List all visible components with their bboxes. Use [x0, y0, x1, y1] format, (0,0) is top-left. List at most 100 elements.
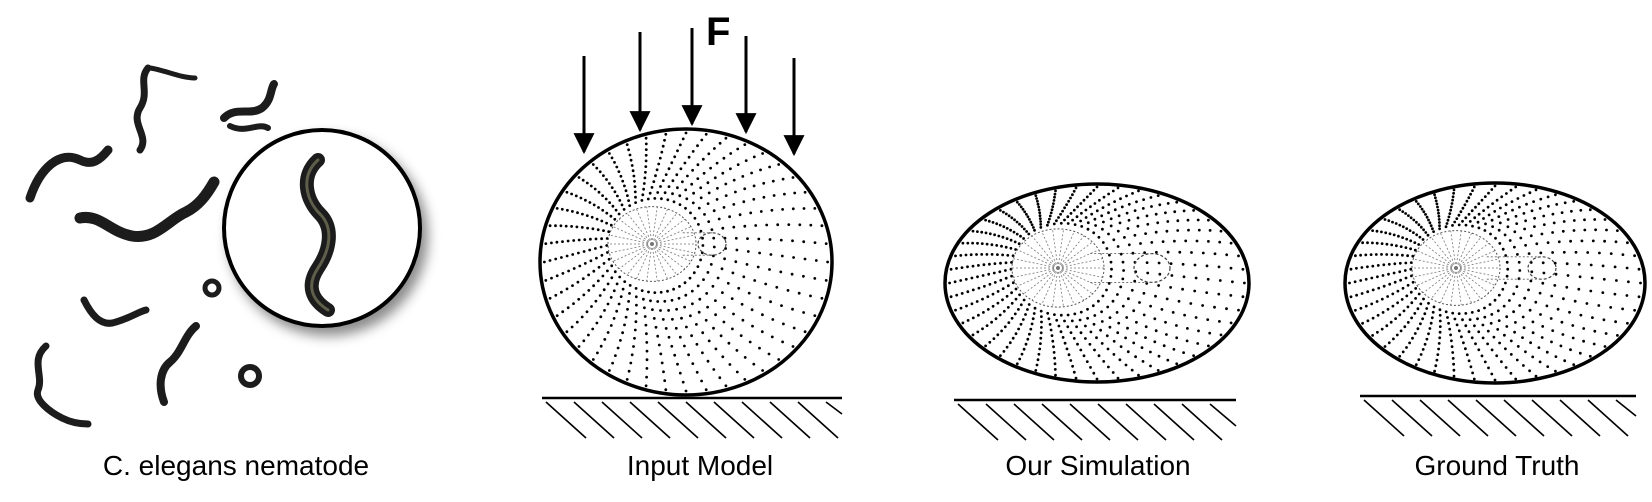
field-dot	[1176, 219, 1180, 223]
field-dot	[1411, 336, 1414, 340]
field-dot	[1423, 312, 1427, 316]
field-dot	[781, 208, 784, 211]
field-dot	[1161, 240, 1165, 244]
field-dot	[1040, 320, 1043, 324]
field-dot	[1468, 318, 1472, 321]
field-dot	[656, 300, 660, 303]
field-dot	[572, 302, 575, 305]
field-dot	[1389, 320, 1393, 324]
field-dot	[1086, 227, 1090, 231]
field-dot	[1039, 331, 1043, 335]
field-dot	[1364, 304, 1368, 308]
field-dot	[1451, 195, 1455, 199]
field-dot	[1431, 310, 1435, 314]
field-dot	[1504, 366, 1508, 369]
field-dot	[703, 213, 706, 216]
field-dot	[704, 388, 708, 392]
field-dot	[621, 331, 624, 335]
field-dot	[622, 208, 626, 211]
field-dot	[1436, 353, 1440, 356]
field-dot	[566, 239, 570, 243]
field-dot	[1156, 369, 1160, 372]
field-dot	[1504, 281, 1507, 285]
field-dot	[742, 275, 746, 279]
field-dot	[1502, 304, 1506, 308]
field-dot	[1512, 292, 1516, 296]
field-dot	[1023, 210, 1027, 214]
field-dot	[1477, 330, 1481, 334]
field-dot	[588, 201, 592, 204]
field-dot	[741, 318, 745, 322]
field-dot	[1482, 209, 1485, 213]
field-dot	[764, 282, 768, 286]
nucleus	[1133, 253, 1171, 284]
field-dot	[758, 296, 762, 299]
field-dot	[1505, 315, 1509, 319]
field-dot	[1465, 353, 1469, 357]
field-dot	[1127, 202, 1131, 206]
field-dot	[1490, 188, 1494, 191]
field-dot	[707, 191, 711, 195]
field-dot	[1523, 227, 1526, 231]
field-dot	[1006, 253, 1010, 257]
field-dot	[1585, 302, 1589, 305]
field-dot	[1017, 242, 1021, 246]
field-dot	[992, 271, 996, 275]
field-dot	[1500, 360, 1503, 364]
field-dot	[1484, 222, 1487, 226]
field-dot	[1084, 324, 1087, 328]
field-dot	[606, 269, 609, 273]
field-dot	[577, 345, 581, 348]
field-dot	[1029, 327, 1033, 331]
field-dot	[631, 169, 635, 173]
caption-input-model: Input Model	[626, 450, 774, 481]
field-dot	[998, 313, 1002, 317]
field-dot	[1626, 321, 1629, 325]
field-dot	[575, 225, 579, 229]
field-dot	[745, 263, 749, 266]
field-dot	[971, 316, 975, 320]
field-dot	[688, 276, 692, 280]
field-dot	[1109, 224, 1113, 228]
field-dot	[1165, 333, 1168, 336]
field-dot	[726, 281, 730, 285]
field-dot	[750, 171, 753, 175]
field-dot	[1026, 337, 1030, 341]
field-dot	[1509, 371, 1513, 375]
field-dot	[1001, 235, 1005, 239]
field-dot	[1471, 224, 1474, 228]
field-dot	[623, 280, 627, 283]
field-dot	[1052, 202, 1055, 206]
field-dot	[1405, 346, 1408, 349]
field-dot	[675, 307, 678, 311]
field-dot	[1383, 345, 1387, 348]
field-dot	[1186, 218, 1190, 222]
field-dot	[991, 304, 995, 308]
field-dot	[1093, 314, 1097, 317]
field-dot	[635, 303, 638, 307]
field-dot	[606, 302, 610, 306]
field-dot	[695, 323, 698, 326]
field-dot	[548, 296, 552, 300]
field-dot	[1637, 267, 1641, 271]
field-dot	[699, 186, 703, 190]
field-dot	[1122, 269, 1125, 272]
field-dot	[1579, 208, 1583, 212]
field-dot	[1010, 316, 1014, 320]
field-dot	[1410, 274, 1413, 278]
field-dot	[1219, 333, 1223, 337]
field-dot	[996, 333, 1000, 337]
field-dot	[584, 198, 587, 202]
field-dot	[1117, 214, 1121, 218]
field-dot	[1071, 364, 1074, 368]
field-dot	[590, 305, 593, 308]
field-dot	[656, 334, 660, 338]
field-dot	[1563, 359, 1567, 363]
field-dot	[1438, 308, 1442, 312]
field-dot	[1565, 285, 1569, 289]
field-dot	[617, 170, 621, 174]
field-dot	[1562, 220, 1566, 223]
worm	[33, 342, 92, 428]
field-dot	[663, 379, 667, 383]
field-dot	[1387, 219, 1391, 223]
